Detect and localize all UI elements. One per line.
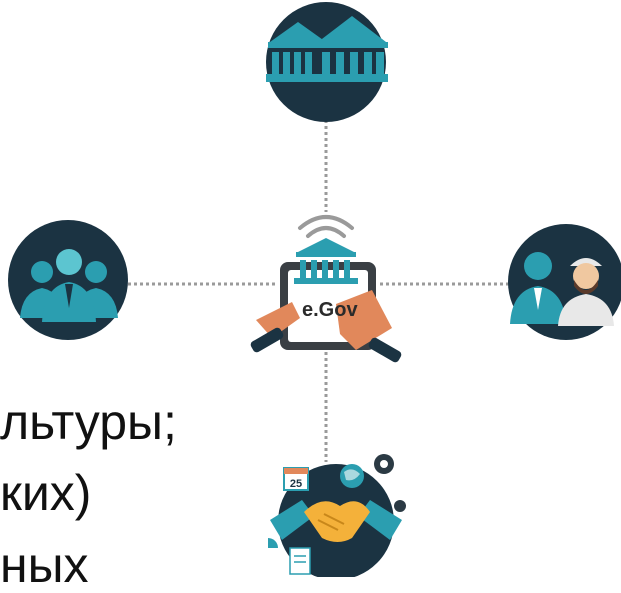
- bullet-text-line-1: льтуры;: [0, 394, 177, 450]
- connector-lines: [128, 120, 512, 462]
- business-handshake-icon: 25: [258, 454, 406, 580]
- business-people-group-icon: [8, 220, 128, 340]
- bullet-text-line-2: ких): [0, 465, 92, 521]
- citizens-icon: [508, 224, 621, 340]
- e-gov-label: e.Gov: [302, 299, 358, 321]
- bullet-text-line-3: ных: [0, 537, 89, 593]
- government-building-icon: [266, 2, 388, 122]
- calendar-date: 25: [290, 478, 302, 490]
- e-gov-tablet-icon: [250, 215, 402, 363]
- diagram-graphics: 25: [8, 2, 621, 580]
